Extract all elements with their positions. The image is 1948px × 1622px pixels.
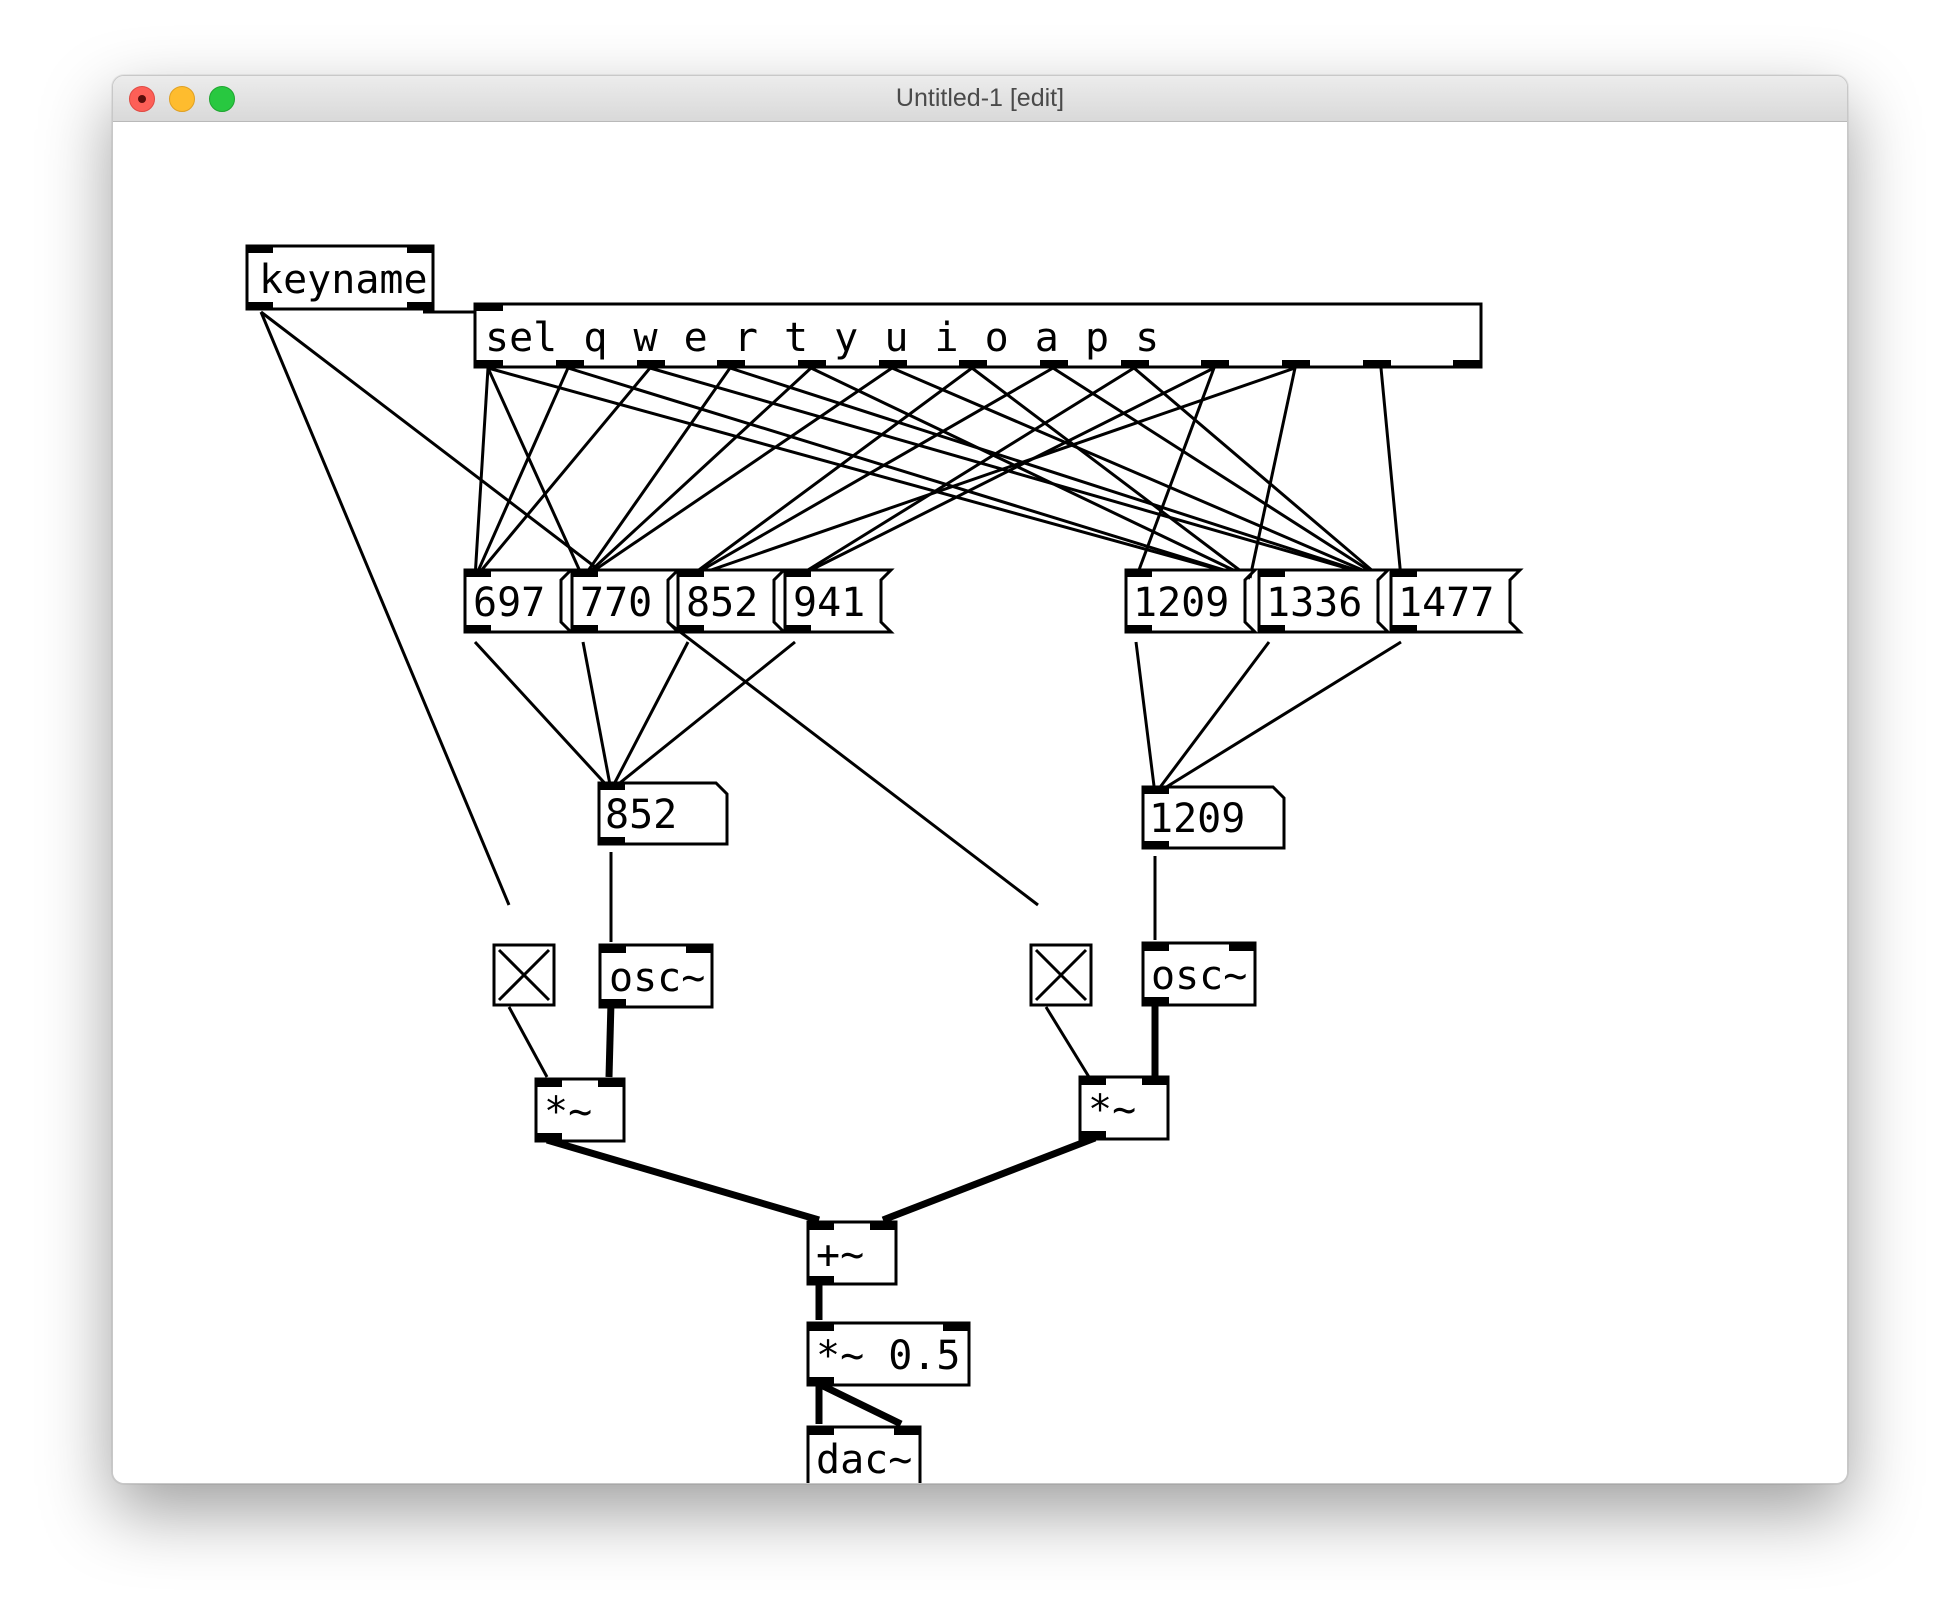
gain-object[interactable]: *~ 0.5	[806, 1321, 971, 1387]
wire-sel-s-1477	[1379, 367, 1403, 579]
patch-canvas[interactable]: keyname sel q w e r t y u i o a p s	[113, 122, 1847, 1483]
row-number-value: 852	[605, 792, 677, 838]
minimize-button[interactable]	[169, 86, 195, 112]
wire-sel-q-697	[473, 367, 490, 579]
signal-mul-left-to-add	[546, 1136, 820, 1224]
wire-941-to-row-number	[610, 640, 796, 792]
keyname-label: keyname	[259, 257, 428, 303]
signal-gain-to-dac-right	[817, 1380, 903, 1428]
wire-sel-s-852	[687, 366, 1296, 580]
message-941-label: 941	[793, 580, 865, 626]
row-number-box[interactable]: 852	[597, 781, 729, 846]
osc-right-object[interactable]: osc~	[1141, 941, 1257, 1007]
connections	[259, 310, 1403, 1428]
wire-sel-r-1209	[729, 366, 1382, 580]
dac-label: dac~	[816, 1437, 912, 1483]
select-label: sel q w e r t y u i o a p s	[485, 315, 1159, 361]
message-1209[interactable]: 1209	[1124, 568, 1259, 634]
osc-right-label: osc~	[1151, 953, 1247, 999]
message-770[interactable]: 770	[570, 568, 682, 634]
wire-697-to-row-number	[473, 640, 613, 792]
wire-sel-y-1477	[891, 366, 1382, 580]
message-697[interactable]: 697	[463, 568, 575, 634]
message-941[interactable]: 941	[783, 568, 895, 634]
wire-toggle-right-to-mul	[1044, 1006, 1091, 1078]
col-number-box[interactable]: 1209	[1141, 785, 1286, 850]
mul-left-object[interactable]: *~	[534, 1077, 626, 1143]
keyname-object[interactable]: keyname	[245, 244, 435, 311]
wire-sel-q-1209	[487, 366, 1251, 580]
wire-1336-to-col-number	[1153, 641, 1271, 795]
wire-sel-a-941	[794, 366, 1135, 580]
wire-1209-to-col-number	[1134, 641, 1157, 795]
wire-sel-p-1336	[1248, 367, 1297, 579]
wire-sel-o-1477	[1133, 366, 1382, 580]
message-852[interactable]: 852	[676, 568, 788, 634]
message-1477-label: 1477	[1398, 580, 1494, 626]
select-object[interactable]: sel q w e r t y u i o a p s	[473, 302, 1483, 369]
wire-770-to-row-number	[581, 641, 613, 791]
col-number-value: 1209	[1149, 796, 1245, 842]
wire-sel-e-697	[486, 367, 585, 579]
add-label: +~	[816, 1232, 864, 1278]
add-object[interactable]: +~	[806, 1220, 898, 1286]
wire-1477-to-col-number	[1154, 640, 1402, 796]
message-1477[interactable]: 1477	[1389, 568, 1524, 634]
close-button[interactable]	[129, 86, 155, 112]
dac-object[interactable]: dac~	[806, 1425, 922, 1483]
toggle-left[interactable]	[492, 943, 556, 1007]
message-697-label: 697	[473, 580, 545, 626]
patch-diagram[interactable]: keyname sel q w e r t y u i o a p s	[113, 122, 1847, 1483]
gain-label: *~ 0.5	[816, 1333, 961, 1379]
wire-keyname-to-toggle-left	[259, 311, 511, 906]
wire-sel-p-941	[794, 366, 1215, 580]
wire-sel-r-770	[473, 367, 652, 579]
mul-left-label: *~	[544, 1089, 592, 1135]
wire-sel-i-1336	[1052, 366, 1382, 580]
wire-852-to-row-number	[609, 641, 690, 791]
wire-sel-i-852	[687, 366, 973, 580]
wire-sel-t-1336	[810, 366, 1251, 580]
message-1336[interactable]: 1336	[1257, 568, 1392, 634]
osc-left-label: osc~	[609, 955, 705, 1001]
signal-mul-right-to-add	[881, 1134, 1097, 1224]
message-1209-label: 1209	[1133, 580, 1229, 626]
message-1336-label: 1336	[1266, 580, 1362, 626]
wire-sel-w-1336	[567, 366, 1251, 580]
message-770-label: 770	[580, 580, 652, 626]
toggle-right[interactable]	[1029, 943, 1093, 1007]
wire-toggle-left-to-mul	[507, 1006, 549, 1078]
wire-sel-u-1209	[971, 366, 1251, 580]
patch-window: Untitled-1 [edit]	[112, 75, 1848, 1484]
osc-left-object[interactable]: osc~	[598, 943, 714, 1009]
message-852-label: 852	[686, 580, 758, 626]
mul-right-object[interactable]: *~	[1078, 1075, 1170, 1141]
window-title: Untitled-1 [edit]	[895, 84, 1065, 112]
wire-sel-w-770	[473, 367, 570, 579]
signal-osc-left-to-mul	[605, 1001, 615, 1078]
zoom-button[interactable]	[209, 86, 235, 112]
wire-sel-t-770	[581, 367, 732, 579]
mul-right-label: *~	[1088, 1087, 1136, 1133]
wire-sel-a-1209	[1134, 367, 1216, 579]
title-bar[interactable]: Untitled-1 [edit]	[113, 76, 1847, 122]
wire-sel-e-1477	[649, 366, 1382, 580]
